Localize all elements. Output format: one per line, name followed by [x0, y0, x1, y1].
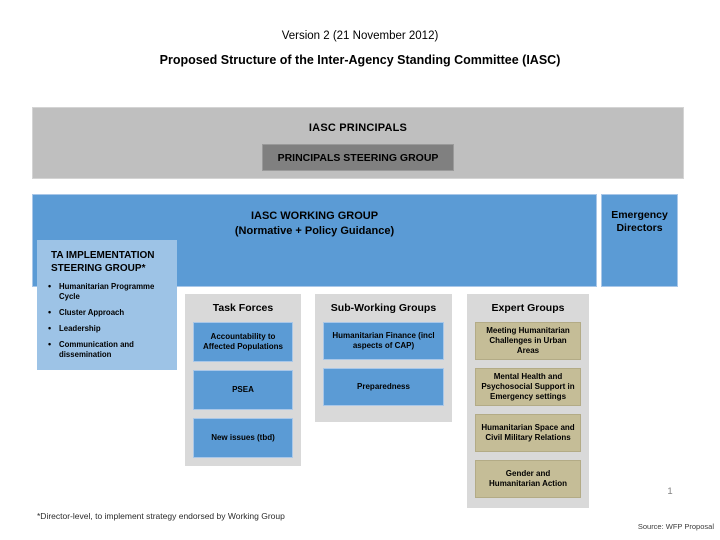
bullet-icon: •: [48, 281, 52, 291]
panel-items-sub-working-groups: Humanitarian Finance (incl aspects of CA…: [323, 322, 444, 414]
list-item-label: Cluster Approach: [59, 308, 125, 317]
panel-items-task-forces: Accountability to Affected Populations P…: [193, 322, 293, 466]
page-number: 1: [667, 486, 673, 497]
expert-group-chip[interactable]: Humanitarian Space and Civil Military Re…: [475, 414, 581, 452]
working-group-line-1: IASC WORKING GROUP: [250, 210, 379, 222]
expert-group-chip[interactable]: Meeting Humanitarian Challenges in Urban…: [475, 322, 581, 360]
emergency-directors-line-2: Directors: [616, 222, 663, 234]
panel-title-task-forces: Task Forces: [212, 302, 274, 314]
footnote-director-level: *Director-level, to implement strategy e…: [37, 511, 285, 521]
panel-sub-working-groups: Sub-Working Groups Humanitarian Finance …: [315, 294, 452, 422]
list-item-label: Leadership: [59, 324, 101, 333]
panel-task-forces: Task Forces Accountability to Affected P…: [185, 294, 301, 466]
principals-steering-group-box[interactable]: PRINCIPALS STEERING GROUP: [262, 144, 454, 171]
working-group-line-2: (Normative + Policy Guidance): [234, 225, 395, 237]
sub-working-group-chip[interactable]: Humanitarian Finance (incl aspects of CA…: [323, 322, 444, 360]
emergency-directors-line-1: Emergency: [611, 209, 668, 221]
list-item-label: Communication and dissemination: [59, 340, 134, 359]
ta-title-line-2: STEERING GROUP*: [51, 263, 146, 274]
source-note: Source: WFP Proposal: [637, 522, 714, 531]
bullet-icon: •: [48, 307, 52, 317]
emergency-directors-box[interactable]: Emergency Directors: [601, 194, 678, 287]
task-force-chip[interactable]: PSEA: [193, 370, 293, 410]
expert-group-chip[interactable]: Mental Health and Psychosocial Support i…: [475, 368, 581, 406]
bullet-icon: •: [48, 323, 52, 333]
list-item: • Leadership: [45, 323, 169, 334]
task-force-chip[interactable]: Accountability to Affected Populations: [193, 322, 293, 362]
page-title: Proposed Structure of the Inter-Agency S…: [159, 53, 561, 67]
panel-expert-groups: Expert Groups Meeting Humanitarian Chall…: [467, 294, 589, 508]
expert-group-chip[interactable]: Gender and Humanitarian Action: [475, 460, 581, 498]
list-item: • Humanitarian Programme Cycle: [45, 281, 169, 302]
list-item-label: Humanitarian Programme Cycle: [59, 282, 155, 301]
ta-steering-group-title: TA IMPLEMENTATION STEERING GROUP*: [51, 249, 169, 275]
task-force-chip[interactable]: New issues (tbd): [193, 418, 293, 458]
list-item: • Cluster Approach: [45, 307, 169, 318]
panel-title-expert-groups: Expert Groups: [491, 302, 565, 314]
panel-items-expert-groups: Meeting Humanitarian Challenges in Urban…: [475, 322, 581, 506]
iasc-principals-label: IASC PRINCIPALS: [308, 122, 408, 134]
ta-steering-group-list: • Humanitarian Programme Cycle • Cluster A…: [45, 281, 169, 360]
iasc-principals-band: IASC PRINCIPALS PRINCIPALS STEERING GROU…: [32, 107, 684, 179]
sub-working-group-chip[interactable]: Preparedness: [323, 368, 444, 406]
iasc-working-group-label: IASC WORKING GROUP (Normative + Policy G…: [33, 209, 596, 239]
ta-title-line-1: TA IMPLEMENTATION: [51, 250, 155, 261]
list-item: • Communication and dissemination: [45, 339, 169, 360]
version-label: Version 2 (21 November 2012): [281, 30, 439, 42]
panel-title-sub-working-groups: Sub-Working Groups: [330, 302, 437, 314]
bullet-icon: •: [48, 339, 52, 349]
ta-implementation-steering-group-box[interactable]: TA IMPLEMENTATION STEERING GROUP* • Human…: [37, 240, 177, 370]
